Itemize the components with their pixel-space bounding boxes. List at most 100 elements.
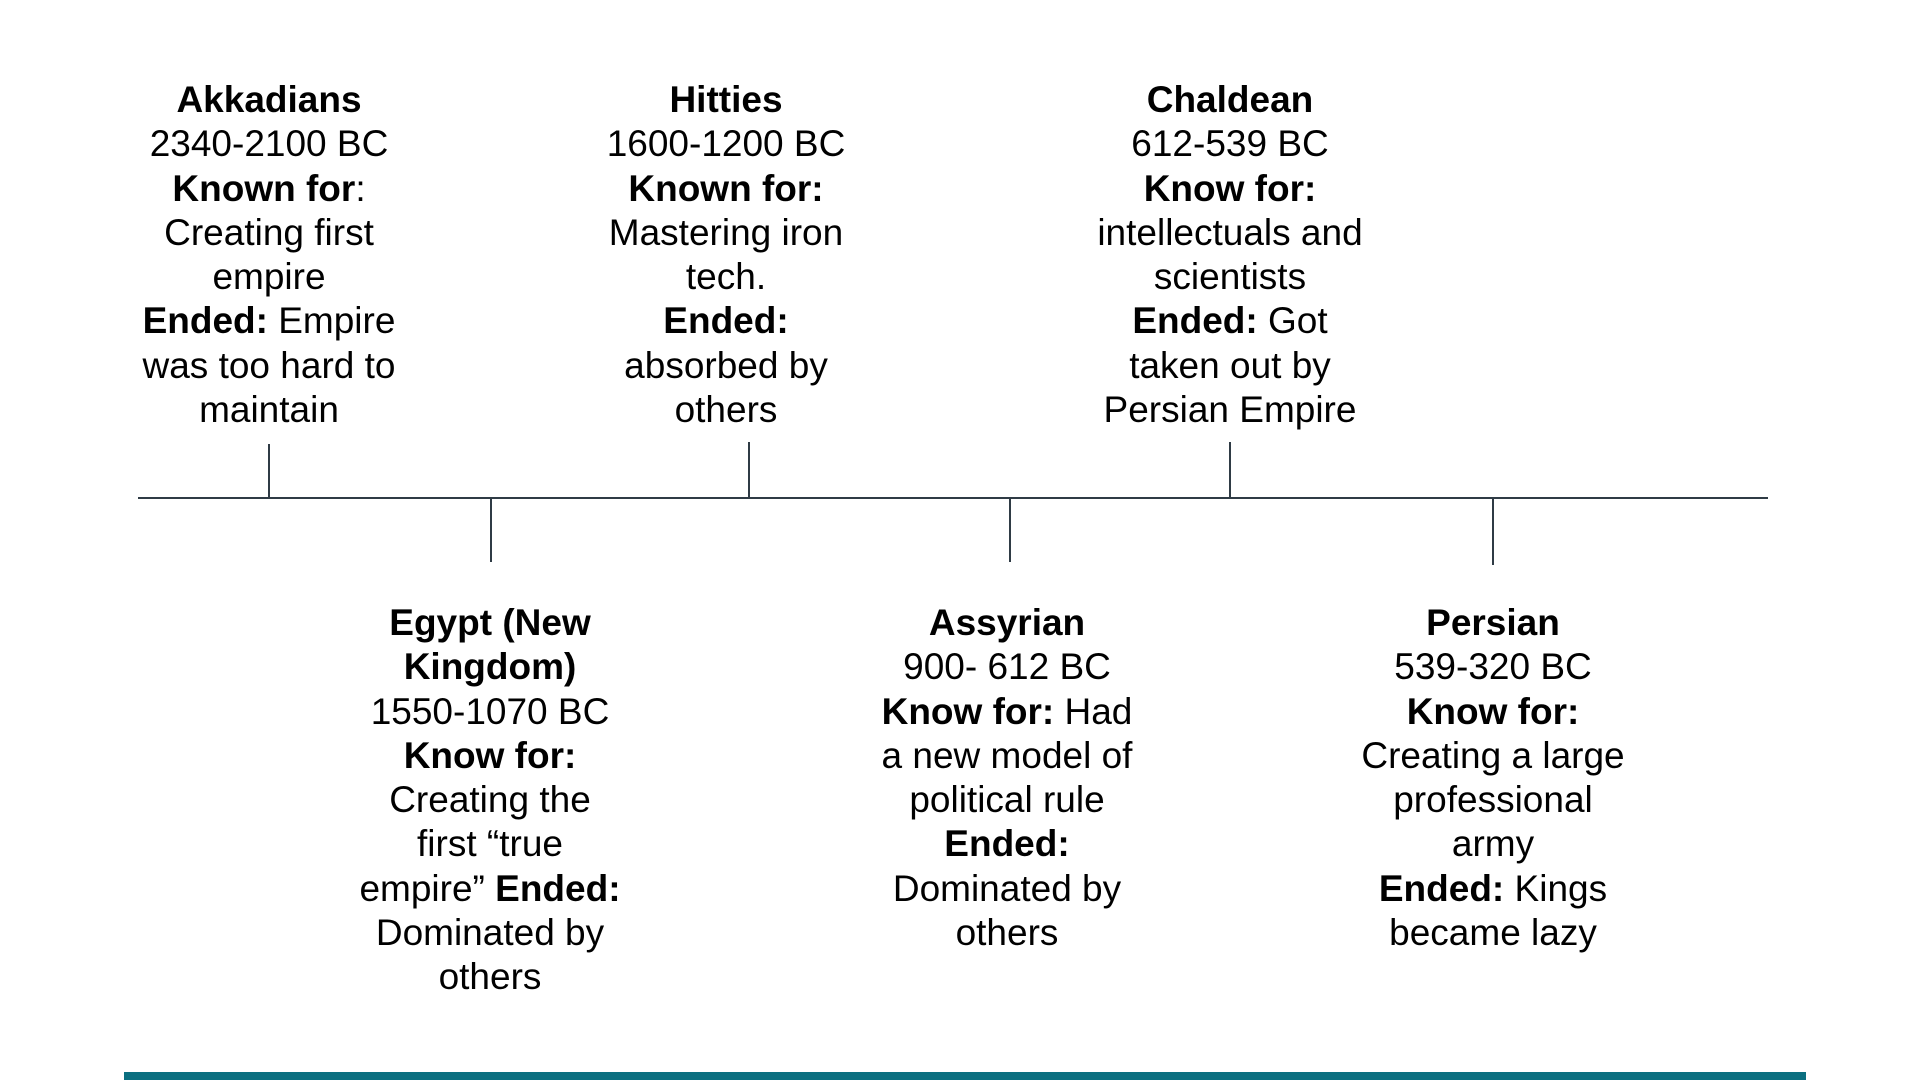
entry-line: professional <box>1343 778 1643 822</box>
bold-text: Kingdom) <box>403 646 577 688</box>
entry-line: others <box>340 955 640 999</box>
entry-line: empire” Ended: <box>340 867 640 911</box>
text: tech. <box>685 256 767 298</box>
tick-hitties <box>748 442 750 497</box>
entry-line: Creating the <box>340 778 640 822</box>
entry-line: Know for: <box>340 734 640 778</box>
entry-line: others <box>857 911 1157 955</box>
text: became lazy <box>1389 912 1597 954</box>
entry-line: 900- 612 BC <box>857 645 1157 689</box>
bold-text: Know for: <box>881 690 1055 732</box>
text: a new model of <box>881 734 1133 776</box>
entry-line: absorbed by <box>576 344 876 388</box>
entry-line: Creating a large <box>1343 734 1643 778</box>
text: political rule <box>909 779 1105 821</box>
text: Creating first <box>164 211 374 253</box>
bold-text: Akkadians <box>176 79 362 120</box>
text: others <box>674 389 778 431</box>
entry-line: 1550-1070 BC <box>340 690 640 734</box>
text: Creating the <box>389 779 591 821</box>
bold-text: Hitties <box>669 79 783 120</box>
bottom-accent-bar <box>124 1072 1806 1080</box>
bold-text: Ended: <box>142 300 268 342</box>
text: 612-539 BC <box>1131 123 1329 165</box>
entry-line: Dominated by <box>857 867 1157 911</box>
text: Kings <box>1504 867 1608 909</box>
text: Dominated by <box>375 912 605 954</box>
bold-text: Ended: <box>1132 300 1258 342</box>
text: others <box>438 956 542 998</box>
bold-text: Assyrian <box>928 602 1086 643</box>
text: taken out by <box>1129 344 1331 386</box>
text: : <box>355 167 366 209</box>
bold-text: Know for: <box>403 734 577 776</box>
text: others <box>955 912 1059 954</box>
entry-line: Egypt (New <box>340 601 640 645</box>
text: 1550-1070 BC <box>370 690 610 732</box>
entry-line: 612-539 BC <box>1080 122 1380 166</box>
entry-line: tech. <box>576 255 876 299</box>
bold-text: Persian <box>1426 602 1560 643</box>
text: empire <box>212 256 326 298</box>
bold-text: Ended: <box>1378 867 1505 909</box>
text: army <box>1451 823 1535 865</box>
text: maintain <box>199 389 339 431</box>
entry-line: a new model of <box>857 734 1157 778</box>
bold-text: Known for: <box>628 167 824 209</box>
tick-assyrian <box>1009 497 1011 562</box>
text: absorbed by <box>624 344 828 386</box>
entry-line: 2340-2100 BC <box>119 122 419 166</box>
text: Persian Empire <box>1103 389 1357 431</box>
entry-line: taken out by <box>1080 344 1380 388</box>
bold-text: Known for <box>172 167 356 209</box>
bold-text: Ended: <box>944 823 1070 865</box>
bold-text: Ended: <box>495 867 621 909</box>
entry-line: Know for: <box>1080 167 1380 211</box>
entry-line: Know for: <box>1343 690 1643 734</box>
bold-text: Know for: <box>1143 167 1317 209</box>
entry-line: Ended: Empire <box>119 299 419 343</box>
entry-line: Mastering iron <box>576 211 876 255</box>
entry-line: became lazy <box>1343 911 1643 955</box>
text: 900- 612 BC <box>903 646 1111 688</box>
bold-text: Know for: <box>1406 690 1580 732</box>
entry-line: Known for: <box>576 167 876 211</box>
entry-line: Chaldean <box>1080 78 1380 122</box>
bold-text: Chaldean <box>1146 79 1314 120</box>
tick-egypt <box>490 497 492 562</box>
tick-persian <box>1492 497 1494 565</box>
bold-text: Egypt (New <box>389 602 591 643</box>
tick-akkadians <box>268 444 270 497</box>
text: was too hard to <box>142 344 396 386</box>
bold-text: Ended: <box>663 300 789 342</box>
entry-line: empire <box>119 255 419 299</box>
text: Empire <box>267 300 396 342</box>
tick-chaldean <box>1229 442 1231 497</box>
entry-line: political rule <box>857 778 1157 822</box>
entry-line: Assyrian <box>857 601 1157 645</box>
text: 2340-2100 BC <box>149 123 389 165</box>
text: 1600-1200 BC <box>606 123 846 165</box>
entry-line: Dominated by <box>340 911 640 955</box>
text: Mastering iron <box>608 211 844 253</box>
entry-line: Persian Empire <box>1080 388 1380 432</box>
text: empire” <box>359 867 496 909</box>
entry-line: scientists <box>1080 255 1380 299</box>
entry-line: maintain <box>119 388 419 432</box>
entry-line: Known for: <box>119 167 419 211</box>
entry-line: others <box>576 388 876 432</box>
entry-line: Hitties <box>576 78 876 122</box>
entry-line: army <box>1343 822 1643 866</box>
entry-line: Ended: <box>857 822 1157 866</box>
text: first “true <box>417 823 563 865</box>
entry-line: Creating first <box>119 211 419 255</box>
entry-line: Akkadians <box>119 78 419 122</box>
text: scientists <box>1153 256 1307 298</box>
